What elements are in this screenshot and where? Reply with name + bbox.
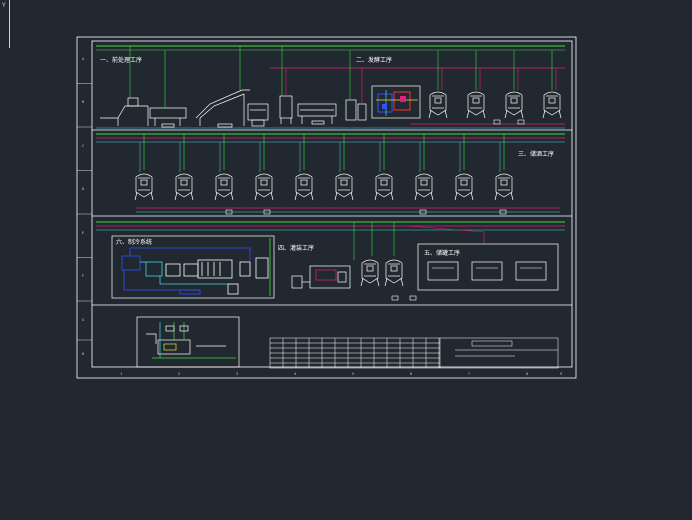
heat-exchanger-panel — [371, 85, 421, 119]
pump-small — [419, 209, 427, 215]
pump-small — [499, 209, 507, 215]
storage-tank — [134, 173, 154, 201]
ucs-icon: Y — [0, 0, 10, 48]
filter-1 — [345, 99, 367, 121]
bottom-border-label: 1 — [120, 372, 122, 376]
bottom-border-label: 6 — [410, 372, 412, 376]
section-title-refrigeration: 六、制冷系统 — [116, 238, 152, 246]
filling-tanks — [360, 259, 417, 301]
left-border-label: G — [82, 318, 84, 322]
storage-tank — [294, 173, 314, 201]
fermentation-tank — [542, 91, 562, 119]
storage-tank — [494, 173, 514, 201]
left-border-labels: A B C D E F G H — [77, 57, 92, 356]
row1-risers — [129, 46, 363, 108]
filling-buffer-tank — [360, 259, 380, 287]
crusher-1 — [247, 103, 269, 127]
storage-tank — [334, 173, 354, 201]
pump-small — [493, 119, 501, 125]
inner-border — [91, 40, 573, 368]
washer-1 — [149, 107, 187, 128]
left-border-label: E — [82, 231, 84, 235]
ucs-axis-mark: Y — [2, 2, 6, 9]
storage-tank — [374, 173, 394, 201]
pump-small — [225, 209, 233, 215]
fermentation-tanks-row1 — [428, 50, 562, 125]
storage-tank-c — [515, 261, 547, 281]
conveyor-1 — [100, 97, 149, 126]
left-border-label: F — [82, 274, 84, 278]
pump-small — [263, 209, 271, 215]
refrigeration-box — [111, 235, 275, 299]
bottom-border-label: 9 — [560, 372, 562, 376]
bottom-border-label: 2 — [178, 372, 180, 376]
storage-tank-b — [471, 261, 503, 281]
left-border-label: A — [82, 57, 85, 61]
refrigeration-units — [121, 238, 271, 296]
storage-tank — [414, 173, 434, 201]
section-title-storage: 三、储酒工序 — [518, 150, 554, 158]
row3-risers — [353, 222, 485, 260]
section-title-filling: 四、灌装工序 — [278, 244, 314, 252]
pump-small — [409, 295, 417, 301]
storage-tank — [174, 173, 194, 201]
section-title-tank-storage: 五、储罐工序 — [424, 249, 460, 257]
fermentation-tank — [428, 91, 448, 119]
bottom-border-label: 5 — [352, 372, 354, 376]
outer-frame — [76, 36, 577, 379]
fermentation-tank — [504, 91, 524, 119]
fermentation-tank — [466, 91, 486, 119]
pump-1 — [279, 95, 293, 124]
filling-buffer-tank — [384, 259, 404, 287]
title-block-drawing-name-cell — [471, 340, 513, 347]
storage-tank — [254, 173, 274, 201]
title-block — [269, 337, 559, 369]
left-border-label: H — [82, 352, 84, 356]
bottom-border-label: 4 — [294, 372, 296, 376]
bottom-border-label: 7 — [468, 372, 470, 376]
section-title-fermentation: 二、发酵工序 — [356, 56, 392, 64]
legend-content — [146, 322, 236, 359]
bottom-border-label: 8 — [526, 372, 528, 376]
legend-box — [136, 316, 240, 368]
left-border-label: B — [82, 100, 84, 104]
storage-tank-a — [427, 261, 459, 281]
pump-small — [391, 295, 399, 301]
filling-machine — [291, 265, 351, 289]
storage-tank — [214, 173, 234, 201]
section-title-pretreatment: 一、前处理工序 — [100, 56, 142, 64]
storage-tank — [454, 173, 474, 201]
left-border-label: D — [82, 187, 84, 191]
elevator-conveyor — [195, 89, 250, 128]
storage-tanks-row2 — [134, 134, 514, 215]
left-border-label: C — [82, 144, 84, 148]
bottom-border-label: 3 — [236, 372, 238, 376]
bottom-border-labels: 1 2 3 4 5 6 7 8 9 — [120, 372, 562, 376]
tank-storage-box — [417, 243, 559, 291]
press-1 — [297, 103, 337, 125]
pump-small — [517, 119, 525, 125]
